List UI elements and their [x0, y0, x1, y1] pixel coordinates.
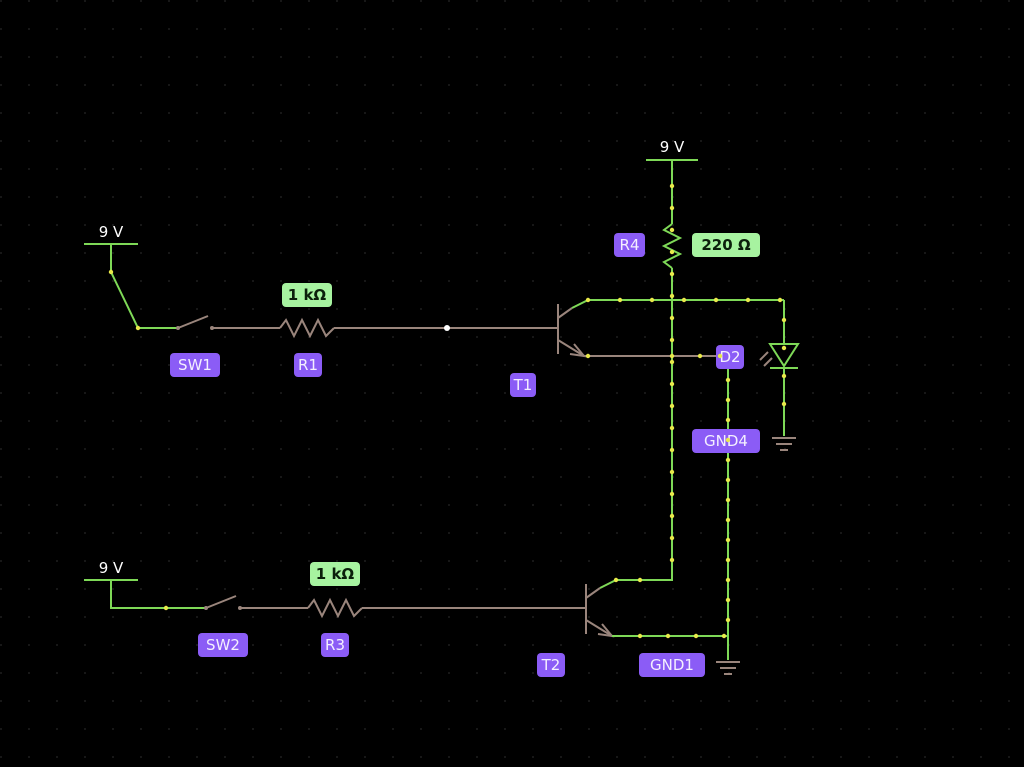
current-dot [669, 557, 675, 563]
current-dot [725, 537, 731, 543]
current-dot [669, 491, 675, 497]
current-dot [725, 577, 731, 583]
current-dot [781, 401, 787, 407]
current-dot [669, 249, 675, 255]
gnd1-name-tag[interactable]: GND1 [639, 653, 705, 677]
current-dot [669, 205, 675, 211]
current-dot [669, 293, 675, 299]
current-dot [585, 353, 591, 359]
current-dot [717, 353, 723, 359]
current-dot [669, 535, 675, 541]
current-dot [669, 353, 675, 359]
sw1-name-tag[interactable]: SW1 [170, 353, 220, 377]
current-dot [681, 297, 687, 303]
current-dot [725, 397, 731, 403]
r4-name-tag[interactable]: R4 [614, 233, 645, 257]
current-dot [697, 353, 703, 359]
wire-sw1-in [110, 244, 178, 329]
svg-text:1 kΩ: 1 kΩ [288, 286, 327, 304]
svg-text:SW2: SW2 [206, 636, 240, 654]
current-dot [777, 297, 783, 303]
current-dot [669, 183, 675, 189]
svg-text:GND4: GND4 [704, 432, 748, 450]
supply-sw2-label: 9 V [99, 559, 124, 577]
svg-text:R3: R3 [325, 636, 345, 654]
svg-text:220 Ω: 220 Ω [701, 236, 751, 254]
current-dot [725, 417, 731, 423]
current-dot [669, 227, 675, 233]
wire-t2-emitter [612, 635, 729, 660]
current-dot [745, 297, 751, 303]
svg-text:SW1: SW1 [178, 356, 212, 374]
current-dot [669, 425, 675, 431]
current-flow-dots [108, 183, 787, 639]
r1-value-tag[interactable]: 1 kΩ [282, 283, 332, 307]
d2-name-tag[interactable]: D2 [716, 345, 744, 369]
resistor-r3[interactable] [307, 597, 363, 619]
current-dot [725, 437, 731, 443]
junction-node [444, 325, 450, 331]
svg-text:GND1: GND1 [650, 656, 694, 674]
r4-value-tag[interactable]: 220 Ω [692, 233, 760, 257]
svg-text:T1: T1 [513, 376, 533, 394]
supply-sw1-label: 9 V [99, 223, 124, 241]
current-dot [725, 457, 731, 463]
t1-name-tag[interactable]: T1 [510, 373, 536, 397]
transistor-t1[interactable] [557, 304, 587, 358]
r3-name-tag[interactable]: R3 [321, 633, 349, 657]
current-dot [725, 557, 731, 563]
current-dot [725, 497, 731, 503]
wire-sw2-in [110, 580, 206, 609]
current-dot [693, 633, 699, 639]
sw2-name-tag[interactable]: SW2 [198, 633, 248, 657]
svg-text:D2: D2 [719, 348, 740, 366]
ground-gnd1[interactable] [716, 661, 740, 675]
svg-text:R4: R4 [620, 236, 640, 254]
current-dot [163, 605, 169, 611]
current-dot [781, 317, 787, 323]
r1-name-tag[interactable]: R1 [294, 353, 322, 377]
resistor-r4[interactable] [661, 223, 683, 269]
current-dot [108, 269, 114, 275]
current-dot [781, 345, 787, 351]
current-dot [725, 517, 731, 523]
current-dot [135, 325, 141, 331]
current-dot [669, 315, 675, 321]
current-dot [669, 513, 675, 519]
current-dot [725, 597, 731, 603]
wire-t2-collector [599, 300, 673, 589]
current-dot [721, 633, 727, 639]
current-dot [665, 633, 671, 639]
current-dot [669, 381, 675, 387]
current-dot [617, 297, 623, 303]
current-dot [669, 271, 675, 277]
current-dot [725, 377, 731, 383]
current-dot [669, 359, 675, 365]
current-dot [669, 469, 675, 475]
current-dot [637, 633, 643, 639]
current-dot [725, 617, 731, 623]
ground-gnd4[interactable] [772, 437, 796, 451]
t2-name-tag[interactable]: T2 [537, 653, 565, 677]
resistor-r1[interactable] [279, 317, 335, 339]
current-dot [713, 297, 719, 303]
r3-value-tag[interactable]: 1 kΩ [310, 562, 360, 586]
svg-text:T2: T2 [541, 656, 561, 674]
current-dot [669, 403, 675, 409]
supply-top-label: 9 V [660, 138, 685, 156]
current-dot [637, 577, 643, 583]
current-dot [585, 297, 591, 303]
current-dot [669, 337, 675, 343]
svg-text:R1: R1 [298, 356, 318, 374]
current-dot [613, 577, 619, 583]
current-dot [669, 447, 675, 453]
current-dot [781, 373, 787, 379]
gnd4-name-tag[interactable]: GND4 [692, 429, 760, 453]
current-dot [649, 297, 655, 303]
svg-text:1 kΩ: 1 kΩ [316, 565, 355, 583]
current-dot [725, 477, 731, 483]
